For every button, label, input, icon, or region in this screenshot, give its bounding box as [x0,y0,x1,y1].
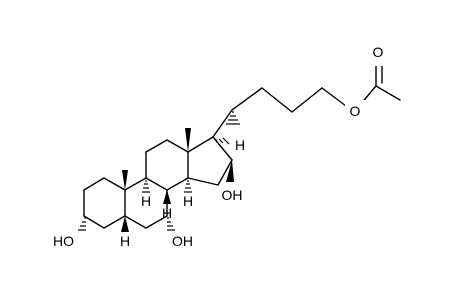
h-c14-label: H [183,193,193,209]
ring-a [83,177,126,229]
h-c5-wedge [121,216,129,232]
oh-c3-hash [78,217,86,231]
methyl-c21-hash [226,111,240,125]
h-c8-label: H [162,205,172,221]
methyl-c18-wedge [185,128,191,152]
ring-c [145,139,189,191]
ester-carbonyl-oxygen: O [373,44,384,60]
oh-c7-label: OH [172,233,193,249]
oh-c3-label: HO [53,233,74,249]
h-c14-hash [184,180,192,193]
oh-c7-hash [167,217,175,231]
side-chain [212,59,401,138]
h-c17-hash [214,137,230,145]
h-c8-wedge [163,190,171,204]
ring-d [187,136,233,186]
h-c5-label: H [120,233,130,249]
stereo-bonds [78,111,240,232]
oh-c15-wedge [226,160,234,182]
h-c9-hash [142,180,150,193]
atom-labels: O O H H H H H HO OH OH [53,44,391,249]
methyl-c19-wedge [122,170,128,190]
ester-oxygen: O [350,103,361,119]
oh-c15-label: OH [222,187,243,203]
h-c9-label: H [141,193,151,209]
h-c17-label: H [235,137,245,153]
